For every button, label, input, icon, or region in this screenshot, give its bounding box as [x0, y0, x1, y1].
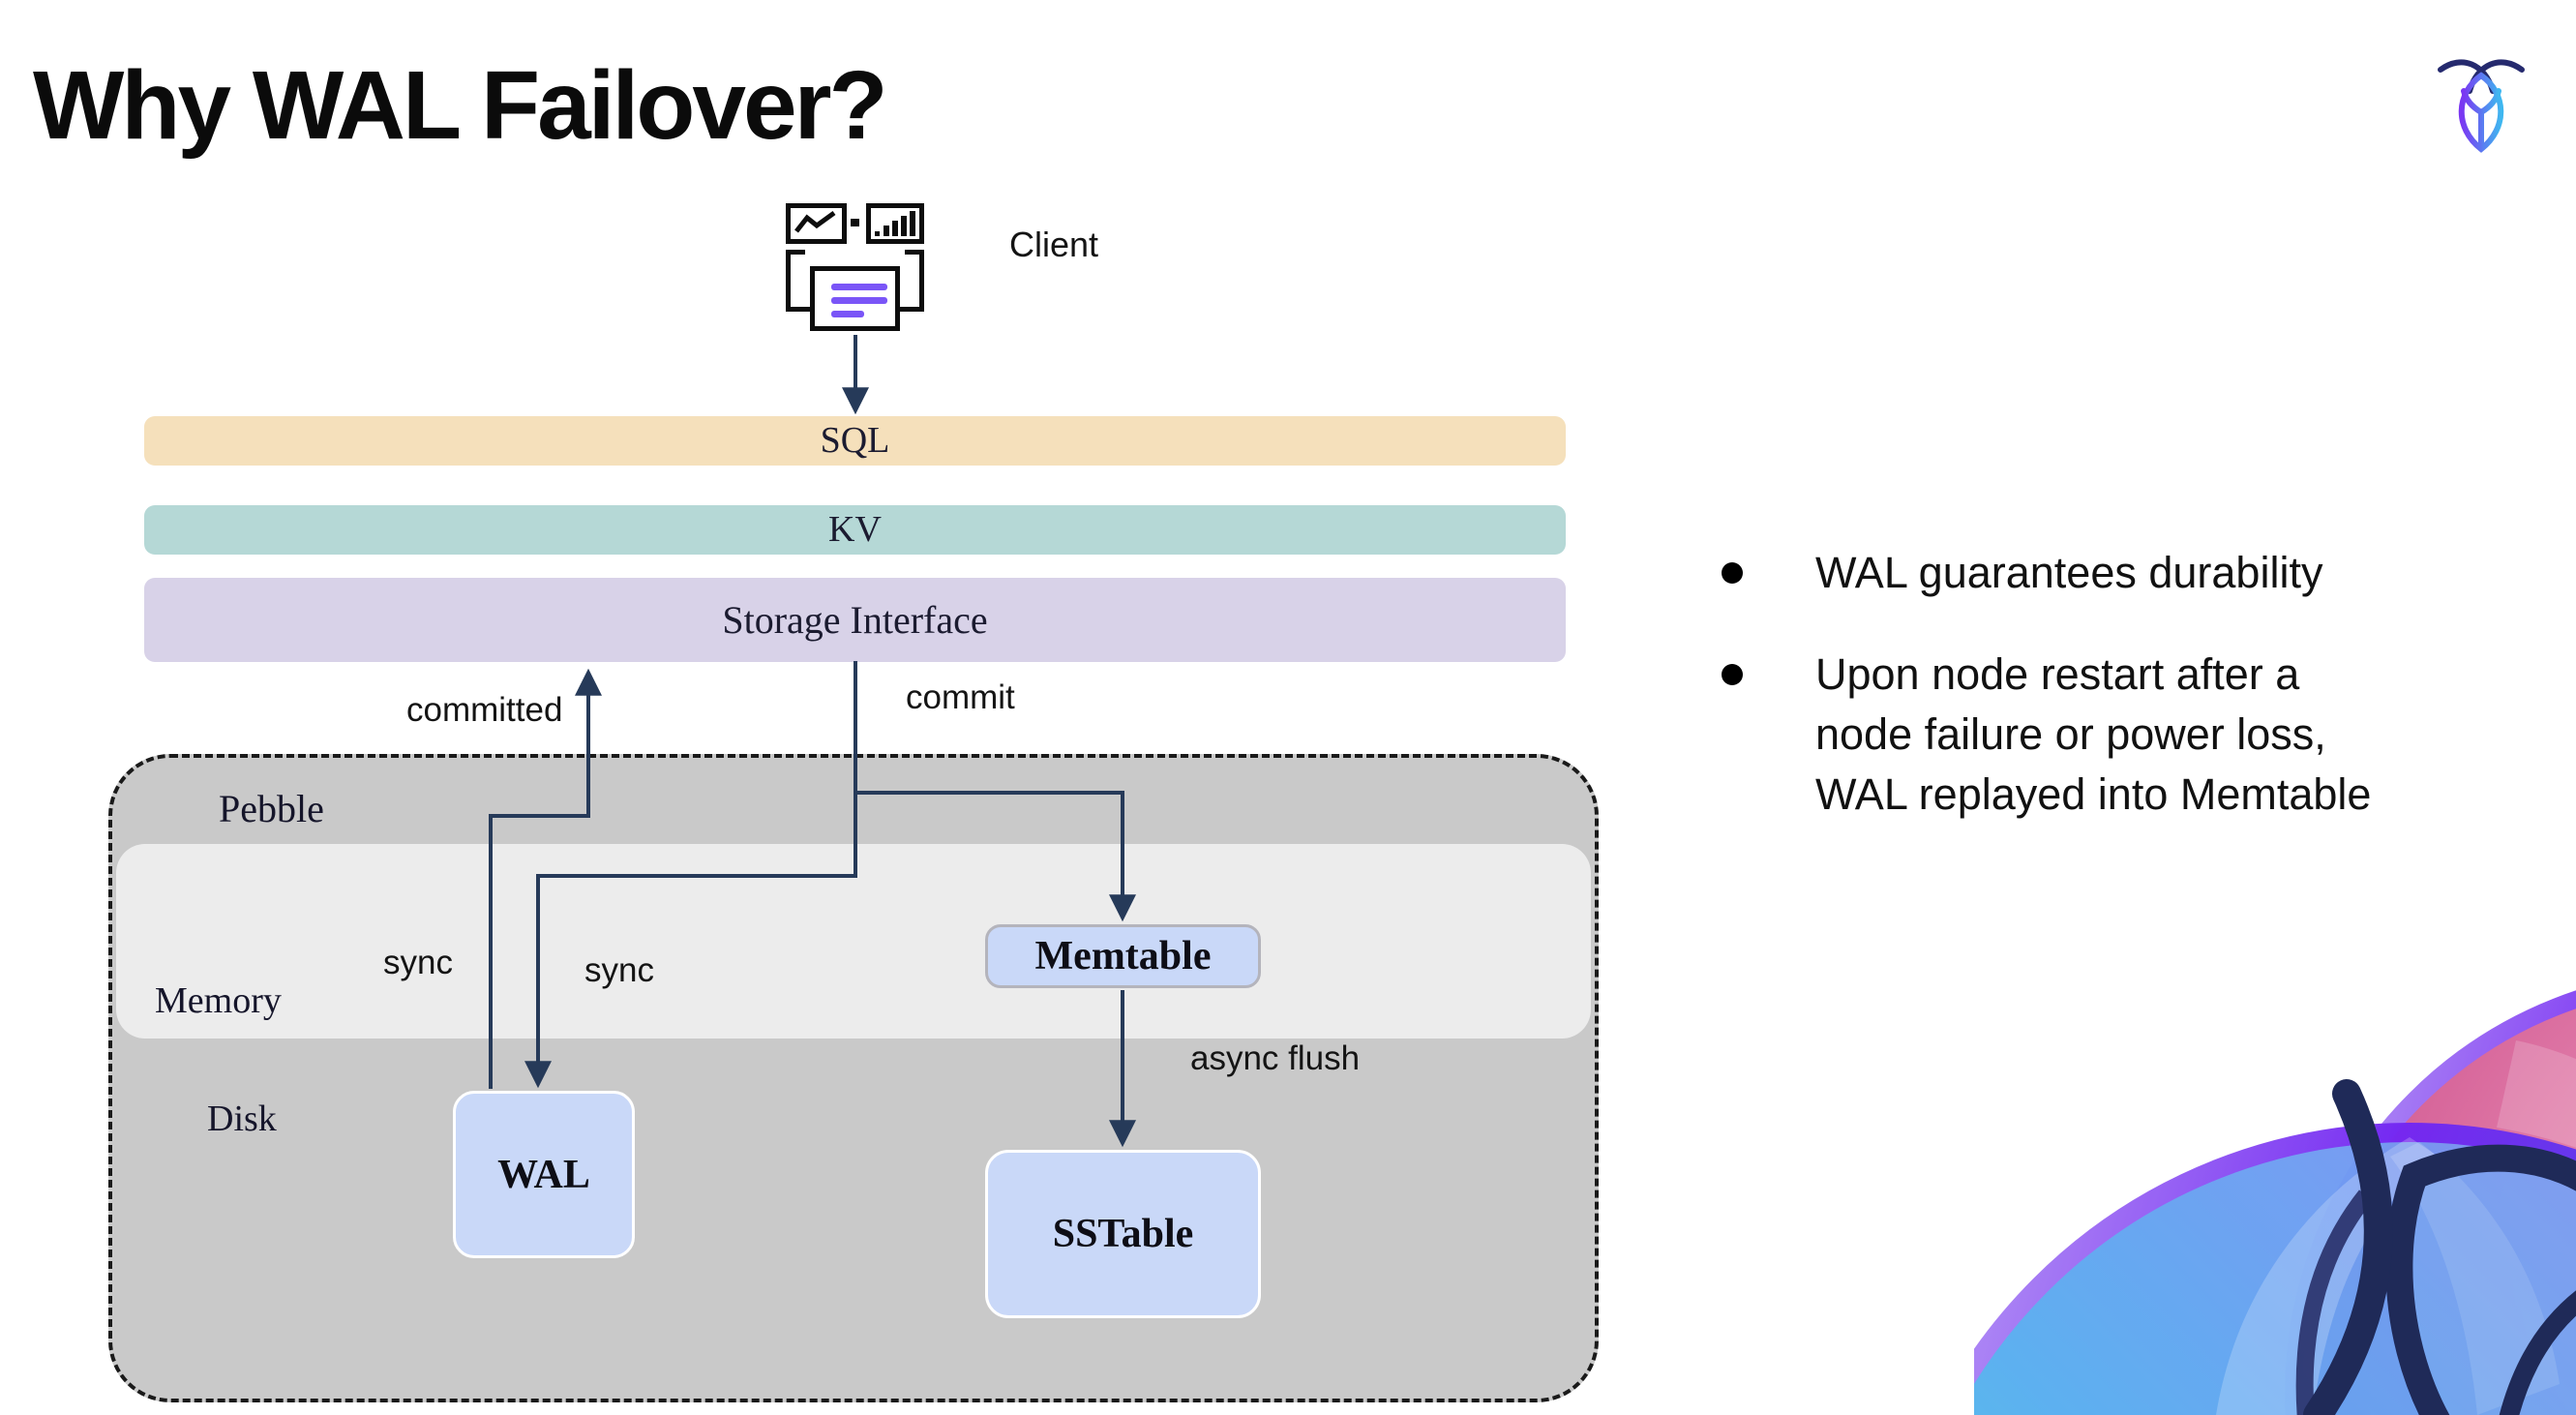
bullet-marker [1722, 562, 1743, 584]
sstable-node: SSTable [985, 1150, 1261, 1318]
client-bracket-left [786, 250, 819, 312]
client-bracket-left-stub [786, 250, 805, 255]
client-bracket-right [891, 250, 924, 312]
edge-label-async-flush: async flush [1190, 1039, 1361, 1077]
client-barchart-icon [866, 203, 924, 244]
memory-label: Memory [155, 980, 282, 1021]
wal-node: WAL [453, 1091, 635, 1258]
memory-region [116, 844, 1591, 1039]
memtable-node: Memtable [985, 924, 1261, 988]
client-bracket-right-stub [905, 250, 924, 255]
document-text-line [831, 284, 887, 290]
edge-label-commit: commit [906, 678, 1015, 716]
layer-kv: KV [144, 505, 1566, 555]
brand-spheres-decoration [1974, 990, 2576, 1415]
bullet-item: Upon node restart after a node failure o… [1815, 645, 2371, 825]
bullet-marker [1722, 664, 1743, 685]
cockroachdb-logo-icon [2438, 59, 2525, 153]
edge-label-sync-left: sync [383, 944, 453, 981]
bullet-item: WAL guarantees durability [1815, 543, 2322, 603]
client-label: Client [1009, 225, 1099, 264]
client-icon-connector-dash [851, 219, 859, 226]
client-document-icon [810, 266, 900, 331]
client-linechart-icon [786, 203, 847, 244]
page-title: Why WAL Failover? [33, 51, 888, 160]
edge-label-committed: committed [406, 691, 563, 729]
bullet-line: WAL replayed into Memtable [1815, 769, 2372, 819]
pebble-label: Pebble [219, 787, 324, 830]
bullet-line: Upon node restart after a [1815, 649, 2300, 699]
layer-sql: SQL [144, 416, 1566, 466]
layer-storage-interface: Storage Interface [144, 578, 1566, 662]
bullet-line: node failure or power loss, [1815, 709, 2326, 759]
bullet-line: WAL guarantees durability [1815, 548, 2323, 597]
document-text-line [831, 297, 887, 304]
edge-label-sync-right: sync [584, 951, 654, 989]
document-text-line [831, 311, 864, 317]
disk-label: Disk [207, 1099, 277, 1139]
